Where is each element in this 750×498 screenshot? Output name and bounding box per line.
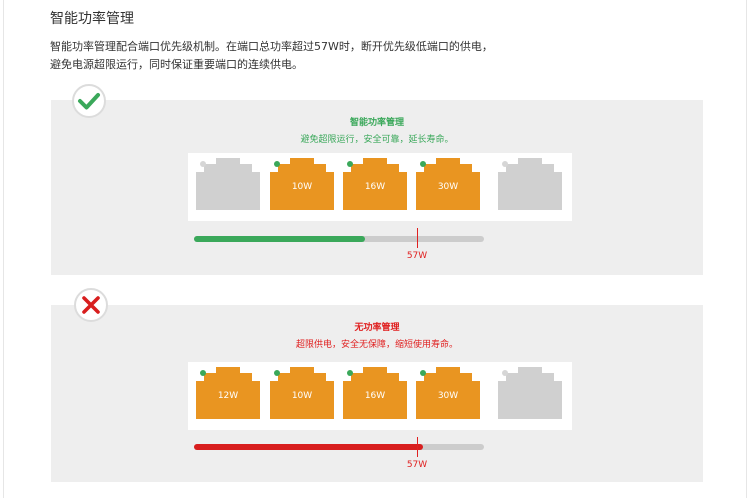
ethernet-port xyxy=(196,158,260,210)
power-bar xyxy=(194,236,484,242)
status-badge-bad xyxy=(74,288,108,322)
port-status-led xyxy=(502,370,508,376)
port-power-label: 16W xyxy=(364,391,386,401)
ethernet-port: 30W xyxy=(416,367,480,419)
port-status-led xyxy=(502,161,508,167)
port-status-led xyxy=(347,161,353,167)
ethernet-port-icon xyxy=(343,367,407,419)
threshold-label: 57W xyxy=(406,460,428,470)
panel-smart-power: 智能功率管理 避免超限运行，安全可靠，延长寿命。 10W 16W 30W 57W xyxy=(51,100,703,275)
ethernet-port: 10W xyxy=(270,367,334,419)
power-bar xyxy=(194,444,484,450)
panel-no-power-management: 无功率管理 超限供电，安全无保障，缩短使用寿命。 12W 10W 16W 30W 57… xyxy=(51,305,703,482)
ethernet-port-icon xyxy=(196,158,260,210)
port-status-led xyxy=(347,370,353,376)
status-badge-good xyxy=(72,84,106,118)
port-status-led xyxy=(420,370,426,376)
threshold-marker xyxy=(417,228,418,248)
power-bar-fill xyxy=(194,236,366,242)
panel-subtitle: 避免超限运行，安全可靠，延长寿命。 xyxy=(300,135,454,145)
port-power-label: 10W xyxy=(291,391,313,401)
port-status-led xyxy=(274,161,280,167)
ethernet-port: 16W xyxy=(343,158,407,210)
ethernet-port-icon xyxy=(270,367,334,419)
description-line-2: 避免电源超限运行，同时保证重要端口的连续供电。 xyxy=(50,58,303,71)
ethernet-port: 12W xyxy=(196,367,260,419)
port-status-led xyxy=(200,161,206,167)
ethernet-port: 10W xyxy=(270,158,334,210)
port-power-label: 10W xyxy=(291,182,313,192)
panel-title: 无功率管理 xyxy=(354,323,400,333)
panel-title: 智能功率管理 xyxy=(349,118,404,128)
port-power-label: 12W xyxy=(217,391,239,401)
page-title: 智能功率管理 xyxy=(50,11,134,27)
ethernet-port-icon xyxy=(416,367,480,419)
panel-subtitle: 超限供电，安全无保障，缩短使用寿命。 xyxy=(295,340,458,350)
port-status-led xyxy=(420,161,426,167)
ethernet-port-icon xyxy=(270,158,334,210)
content-frame xyxy=(3,0,747,498)
ethernet-port-icon xyxy=(498,367,562,419)
description: 智能功率管理配合端口优先级机制。在端口总功率超过57W时，断开优先级低端口的供电… xyxy=(50,38,670,74)
port-power-label: 30W xyxy=(437,182,459,192)
switch-ports: 10W 16W 30W xyxy=(188,153,572,221)
threshold-marker xyxy=(417,437,418,457)
description-line-1: 智能功率管理配合端口优先级机制。在端口总功率超过57W时，断开优先级低端口的供电… xyxy=(50,40,493,53)
port-status-led xyxy=(200,370,206,376)
ethernet-port xyxy=(498,367,562,419)
ethernet-port-icon xyxy=(498,158,562,210)
threshold-label: 57W xyxy=(406,251,428,261)
ethernet-port-icon xyxy=(416,158,480,210)
switch-ports: 12W 10W 16W 30W xyxy=(188,362,572,430)
check-icon xyxy=(78,93,100,110)
port-power-label: 16W xyxy=(364,182,386,192)
ethernet-port xyxy=(498,158,562,210)
port-status-led xyxy=(274,370,280,376)
ethernet-port: 30W xyxy=(416,158,480,210)
cross-icon xyxy=(82,296,100,314)
ethernet-port-icon xyxy=(343,158,407,210)
power-bar-fill xyxy=(194,444,424,450)
ethernet-port-icon xyxy=(196,367,260,419)
ethernet-port: 16W xyxy=(343,367,407,419)
port-power-label: 30W xyxy=(437,391,459,401)
